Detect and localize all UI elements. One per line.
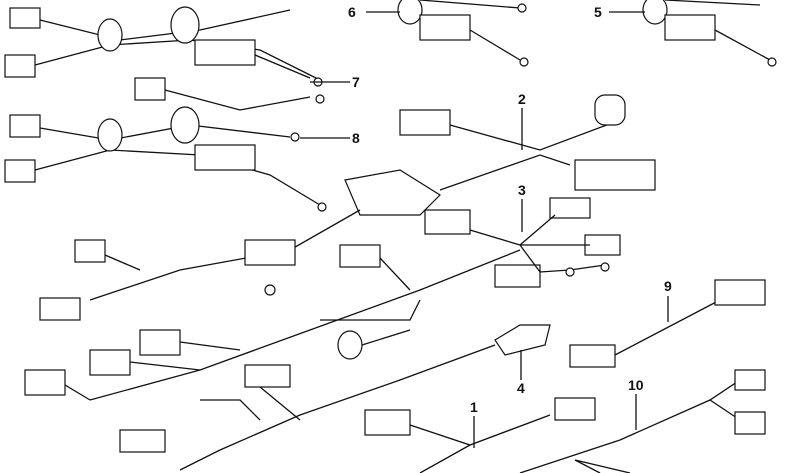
- harness-8: [4, 106, 327, 212]
- callout-5: 5: [594, 4, 602, 20]
- harness-7: [134, 77, 325, 111]
- harness-10: [519, 369, 766, 473]
- harness-9: [569, 279, 766, 368]
- harness-6: [397, 0, 529, 67]
- callout-8: 8: [352, 130, 360, 146]
- harness-2: [399, 94, 656, 191]
- callout-leaders: [300, 11, 669, 448]
- callout-6: 6: [348, 4, 356, 20]
- callout-1: 1: [470, 399, 478, 415]
- harness-main: [24, 169, 521, 401]
- harness-4: [119, 324, 551, 471]
- callout-4: 4: [517, 380, 525, 396]
- callout-9: 9: [664, 278, 672, 294]
- callout-10: 10: [628, 377, 644, 393]
- harness-5: [642, 0, 777, 67]
- callout-2: 2: [518, 91, 526, 107]
- callout-3: 3: [518, 182, 526, 198]
- harness-top-left: [4, 6, 323, 87]
- harness-1: [364, 397, 596, 473]
- callout-7: 7: [352, 74, 360, 90]
- harness-3: [424, 197, 621, 288]
